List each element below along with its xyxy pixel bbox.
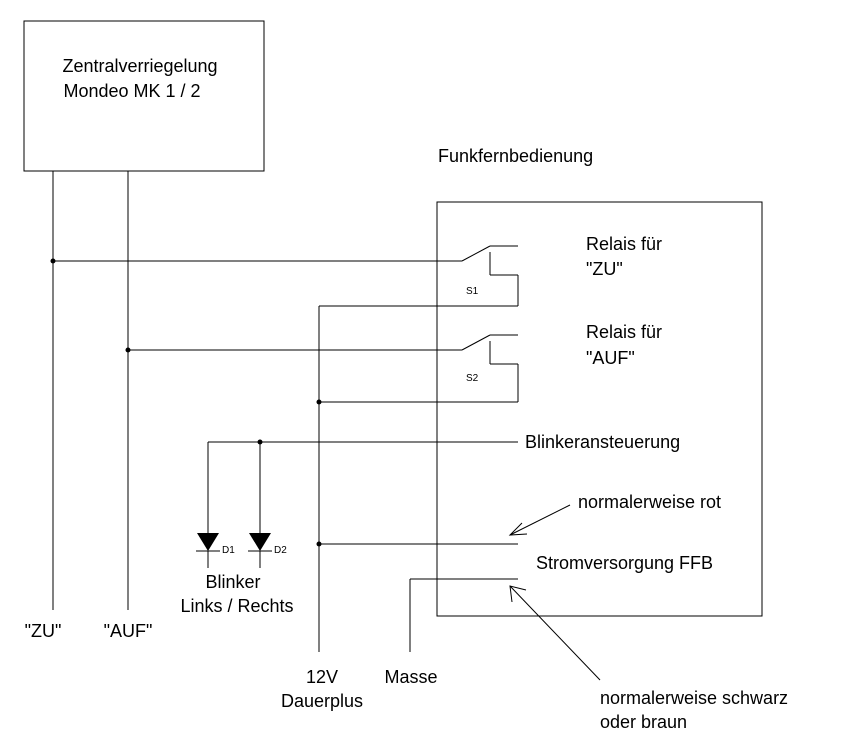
diode-d1-label: D1: [222, 545, 235, 556]
central-locking-label-line2: Mondeo MK 1 / 2: [63, 81, 200, 101]
arrow-black-head: [509, 585, 527, 603]
junction-plus-power: [316, 541, 322, 547]
relay-s2-contact: [461, 334, 491, 351]
terminal-ground-label: Masse: [384, 667, 437, 687]
terminal-auf-label: "AUF": [104, 621, 153, 641]
diode-d2-symbol: [249, 533, 271, 551]
junction-zu: [50, 258, 56, 264]
terminal-12v-label-line1: 12V: [306, 667, 338, 687]
relay-s2-label: S2: [466, 373, 479, 384]
relay-s1-contact: [461, 245, 491, 262]
power-supply-label: Stromversorgung FFB: [536, 553, 713, 573]
arrow-black-shaft: [509, 585, 601, 681]
relay-zu-label-line2: "ZU": [586, 259, 623, 279]
note-black-label-line2: oder braun: [600, 712, 687, 732]
diode-d2-label: D2: [274, 545, 287, 556]
central-locking-label-line1: Zentralverriegelung: [62, 56, 217, 76]
relay-zu-label-line1: Relais für: [586, 234, 662, 254]
diodes-label-line1: Blinker: [205, 572, 260, 592]
relay-auf-label-line2: "AUF": [586, 348, 635, 368]
relay-auf-label-line1: Relais für: [586, 322, 662, 342]
central-locking-box: [23, 20, 265, 172]
arrow-red-shaft: [509, 504, 571, 536]
arrow-red-head: [508, 522, 528, 536]
remote-box: [436, 201, 763, 617]
diodes-label-line2: Links / Rechts: [180, 596, 293, 616]
diode-d1-symbol: [197, 533, 219, 551]
relay-s1-label: S1: [466, 286, 479, 297]
junction-auf: [125, 347, 131, 353]
terminal-zu-label: "ZU": [25, 621, 62, 641]
indicator-control-label: Blinkeransteuerung: [525, 432, 680, 452]
terminal-12v-label-line2: Dauerplus: [281, 691, 363, 711]
note-black-label-line1: normalerweise schwarz: [600, 688, 788, 708]
remote-title: Funkfernbedienung: [438, 146, 593, 166]
note-red-label: normalerweise rot: [578, 492, 721, 512]
